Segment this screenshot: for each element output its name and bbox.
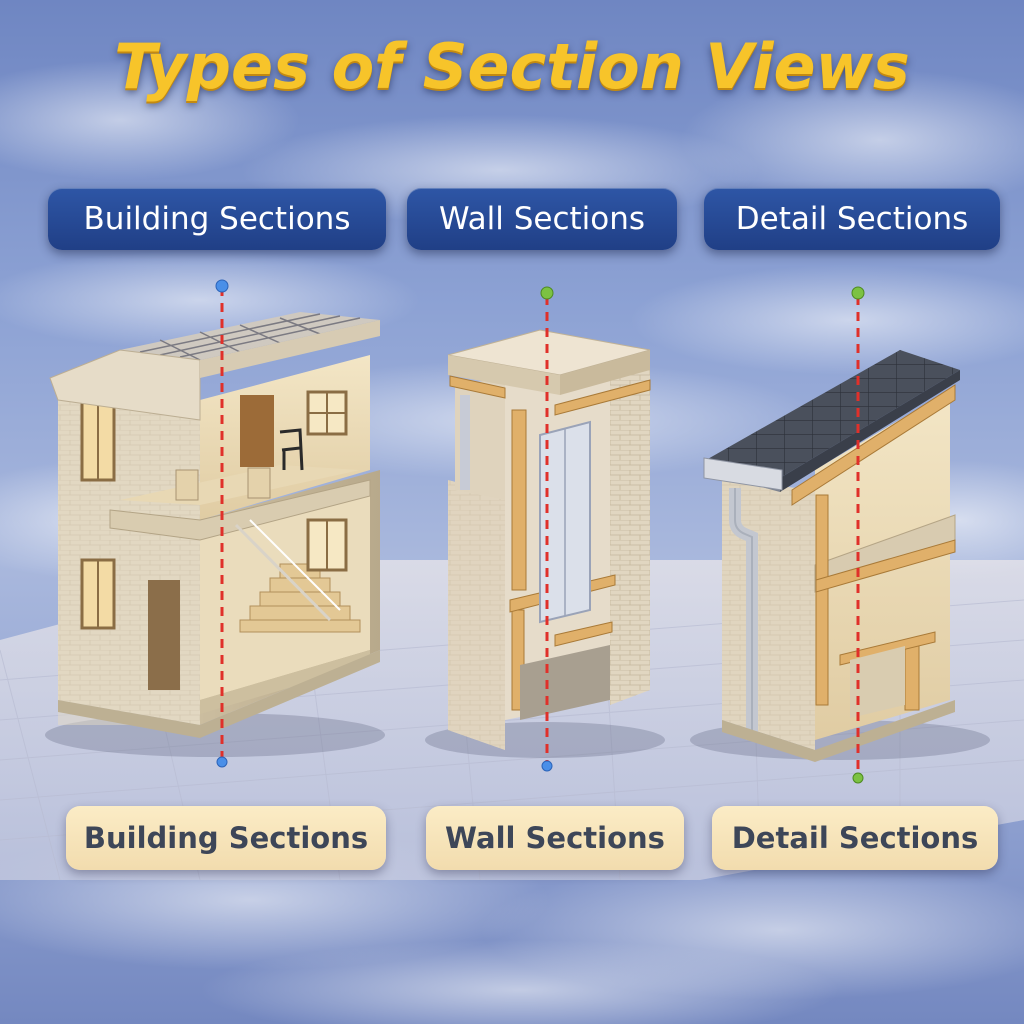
- page-title: Types of Section Views: [114, 30, 910, 103]
- detail-sections-top-label: Detail Sections: [704, 188, 1000, 250]
- wall-sections-top-label: Wall Sections: [407, 188, 677, 250]
- building-section-top-marker: [215, 279, 229, 293]
- detail-section-top-marker: [851, 286, 865, 300]
- detail-sections-bottom-label-text: Detail Sections: [731, 821, 979, 855]
- detail-sections-top-label-text: Detail Sections: [735, 201, 969, 237]
- building-sections-bottom-label-text: Building Sections: [83, 821, 369, 855]
- wall-sections-bottom-label: Wall Sections: [426, 806, 684, 870]
- building-section-bottom-marker: [216, 756, 228, 768]
- detail-sections-bottom-label: Detail Sections: [712, 806, 998, 870]
- building-section-illustration: [45, 312, 385, 757]
- building-sections-bottom-label: Building Sections: [66, 806, 386, 870]
- wall-sections-top-label-text: Wall Sections: [438, 201, 646, 237]
- building-sections-top-label-text: Building Sections: [83, 201, 351, 237]
- detail-section-illustration: [690, 350, 990, 762]
- wall-section-bottom-marker: [541, 760, 553, 772]
- detail-section-bottom-marker: [852, 772, 864, 784]
- wall-sections-bottom-label-text: Wall Sections: [445, 821, 665, 855]
- cut-lines: [215, 279, 865, 784]
- wall-section-illustration: [425, 329, 665, 758]
- building-sections-top-label: Building Sections: [48, 188, 386, 250]
- wall-section-top-marker: [540, 286, 554, 300]
